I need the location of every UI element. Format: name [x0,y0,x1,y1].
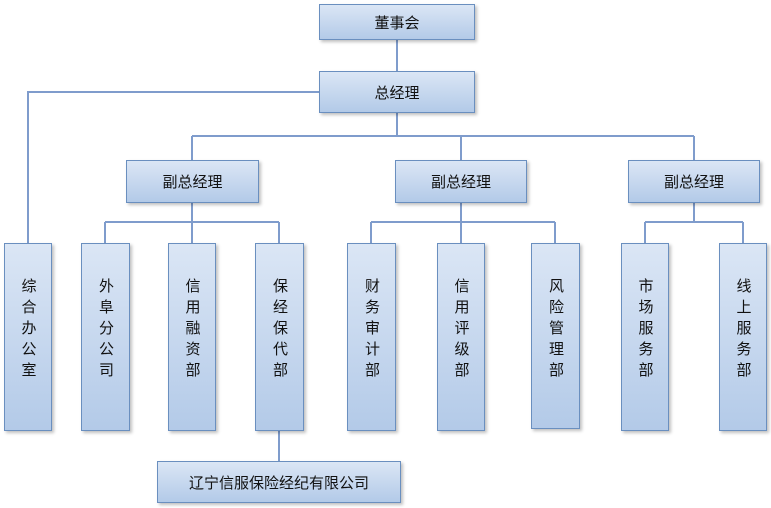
node-finance-audit-dept-label: 财务审计部 [363,278,381,383]
node-risk-management-dept: 风险管理部 [531,243,580,429]
node-vice-gm-3: 副总经理 [628,160,760,203]
node-insurance-agency-dept: 保经保代部 [255,243,304,431]
node-vice-gm-1-label: 副总经理 [162,173,223,191]
node-board: 董事会 [319,4,475,40]
node-board-label: 董事会 [374,13,420,32]
connector-gm-office [27,91,319,243]
node-online-service-dept-label: 线上服务部 [734,278,753,383]
node-vice-gm-1: 副总经理 [126,160,259,203]
node-general-office: 综合办公室 [4,243,52,431]
node-market-service-dept-label: 市场服务部 [636,278,655,383]
node-insurance-brokerage-subsidiary: 辽宁信服保险经纪有限公司 [157,461,401,503]
node-general-office-label: 综合办公室 [19,278,38,383]
node-vice-gm-2: 副总经理 [395,160,527,203]
node-vice-gm-3-label: 副总经理 [663,173,724,191]
node-insurance-brokerage-subsidiary-label: 辽宁信服保险经纪有限公司 [188,473,369,492]
node-branch-company-label: 外阜分公司 [97,278,115,383]
node-risk-management-dept-label: 风险管理部 [547,278,565,383]
node-finance-audit-dept: 财务审计部 [347,243,396,431]
node-credit-financing-dept: 信用融资部 [168,243,216,431]
node-market-service-dept: 市场服务部 [621,243,669,431]
node-vice-gm-2-label: 副总经理 [430,173,491,191]
node-credit-rating-dept: 信用评级部 [437,243,485,431]
node-general-manager-label: 总经理 [374,83,420,102]
node-insurance-agency-dept-label: 保经保代部 [271,278,289,383]
node-credit-financing-dept-label: 信用融资部 [183,278,202,383]
node-online-service-dept: 线上服务部 [719,243,767,431]
node-branch-company: 外阜分公司 [81,243,130,431]
node-general-manager: 总经理 [319,71,475,113]
node-credit-rating-dept-label: 信用评级部 [452,278,471,383]
